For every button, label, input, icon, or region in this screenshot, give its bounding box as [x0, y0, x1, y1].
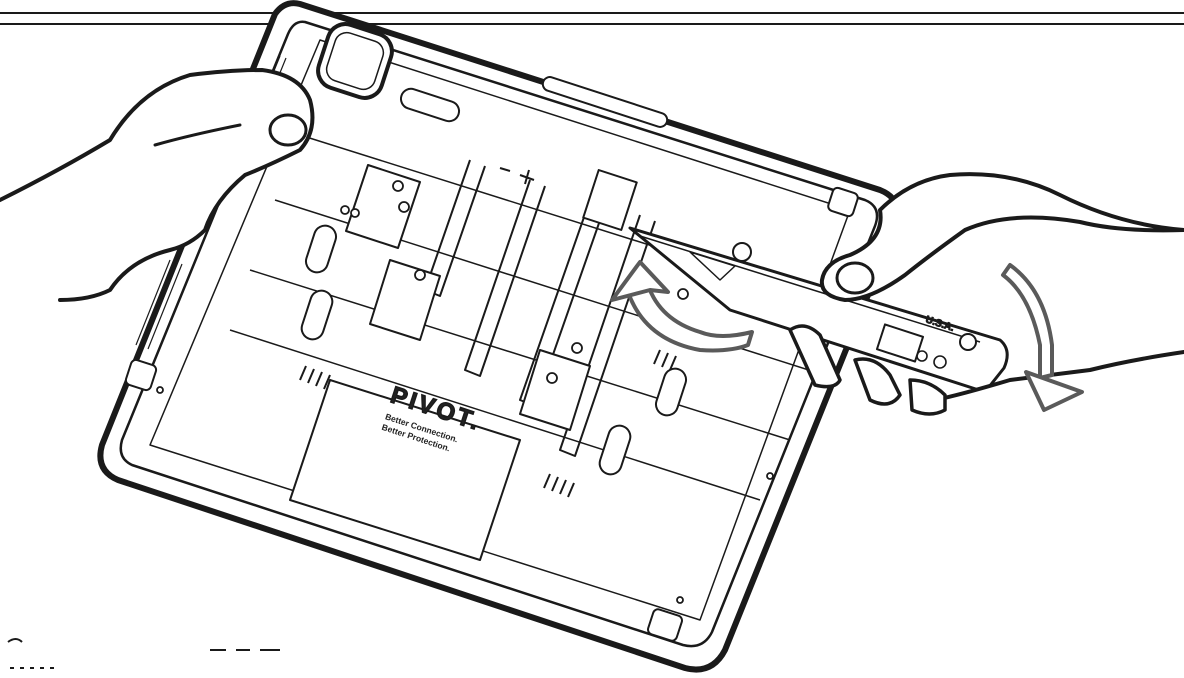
top-rule — [0, 12, 1184, 25]
tablet-case — [97, 0, 901, 673]
left-hand — [0, 68, 315, 302]
footer-fragment — [7, 638, 280, 669]
clip-accessory: U.S.A. — [628, 226, 1009, 394]
clockwise-arrow — [1001, 263, 1084, 412]
counter-clockwise-arrow — [610, 260, 754, 353]
